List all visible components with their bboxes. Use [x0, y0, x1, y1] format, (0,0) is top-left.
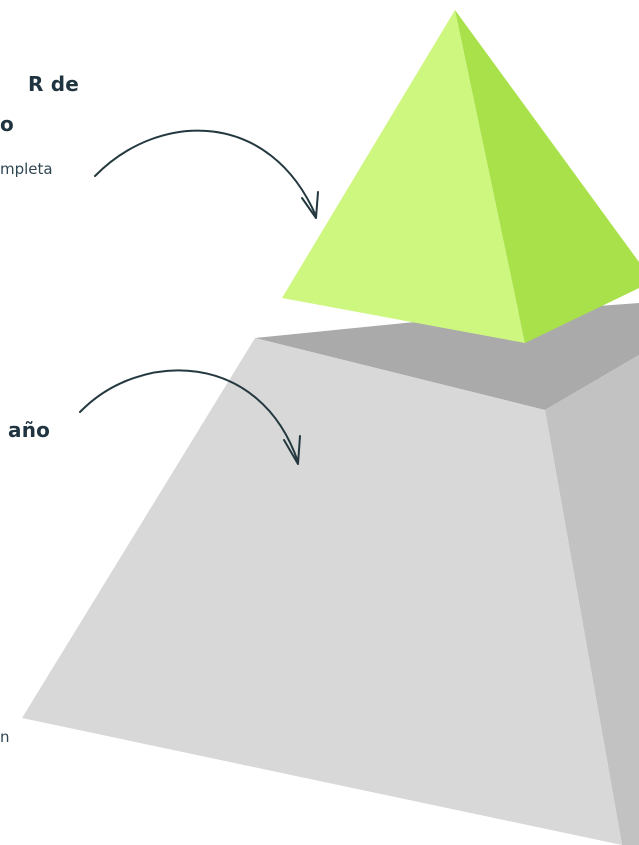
top-subtitle: mpleta — [0, 160, 53, 178]
top-title-line2: o — [0, 112, 14, 136]
bottom-fragment: n — [0, 728, 10, 746]
base-front-face — [22, 338, 622, 845]
top-title-line1: R de — [28, 72, 79, 96]
mid-title: año — [8, 418, 50, 442]
arrow-to-tip — [95, 131, 316, 216]
